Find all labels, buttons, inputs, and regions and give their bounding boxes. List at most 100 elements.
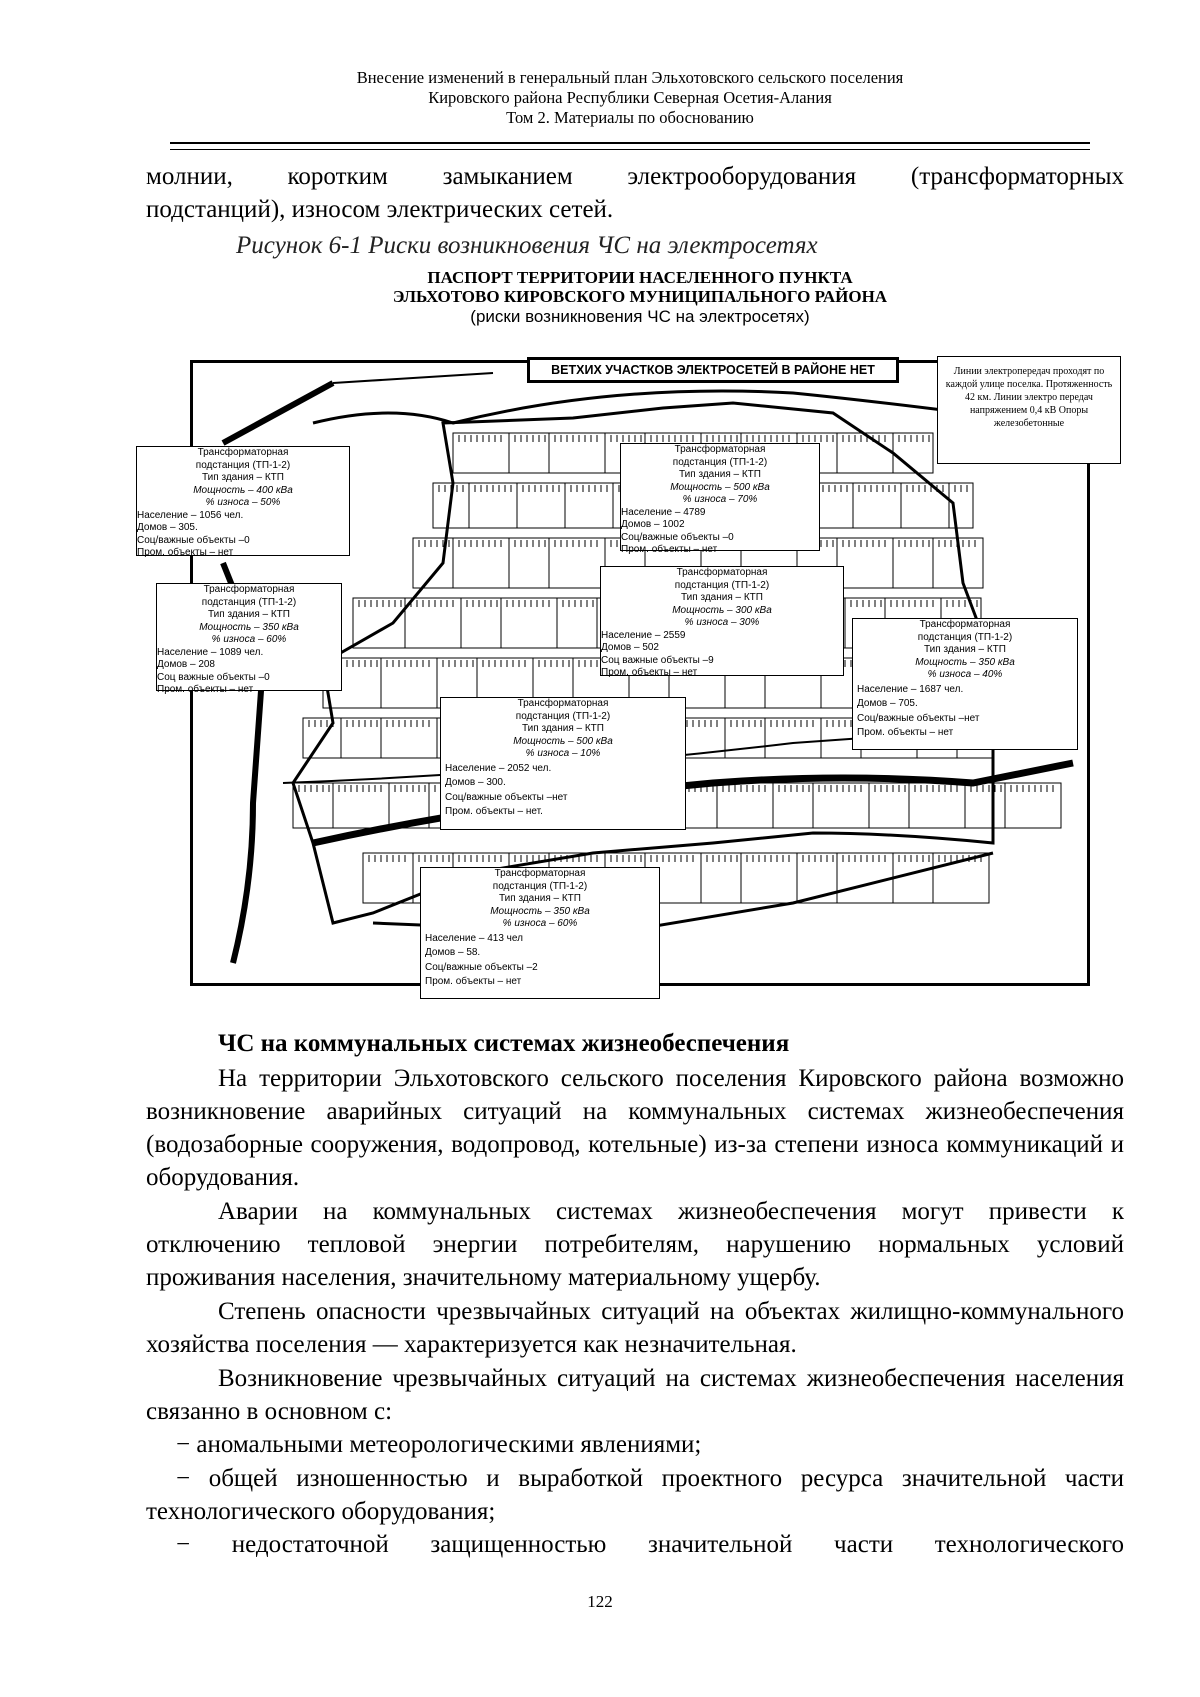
- callout-social: Соц/важные объекты –0: [621, 531, 734, 543]
- callout-head-1: Трансформаторная: [674, 444, 766, 455]
- callout-social: Соц/важные объекты –0: [137, 534, 250, 546]
- road: [332, 372, 494, 384]
- callout-power: Мощность – 350 кВа: [490, 905, 590, 917]
- callout-wear: % износа – 70%: [682, 494, 758, 505]
- paragraph-4: Возникновение чрезвычайных ситуаций на с…: [146, 1365, 1124, 1425]
- road: [312, 389, 1044, 425]
- callout-power: Мощность – 350 кВа: [199, 621, 299, 633]
- section-heading: ЧС на коммунальных системах жизнеобеспеч…: [218, 1030, 790, 1057]
- substation-callout-6: Трансформаторная подстанция (ТП-1-2) Тип…: [440, 697, 686, 830]
- figure-caption: Рисунок 6-1 Риски возникновения ЧС на эл…: [236, 232, 818, 259]
- callout-industrial: Пром. объекты – нет: [621, 544, 718, 555]
- paragraph-3: Степень опасности чрезвычайных ситуаций …: [146, 1298, 1124, 1358]
- callout-population: Население – 413 чел: [425, 932, 523, 944]
- intro-line-1: молнии, коротким замыканием электрообору…: [146, 163, 1124, 190]
- substation-callout-4: Трансформаторная подстанция (ТП-1-2) Тип…: [600, 566, 844, 678]
- callout-industrial: Пром. объекты – нет: [425, 976, 522, 987]
- callout-industrial: Пром. объекты – нет: [601, 667, 698, 678]
- callout-social: Соц/важные объекты –нет: [445, 791, 568, 803]
- callout-houses: Домов – 502: [601, 642, 659, 653]
- header-rule: [170, 142, 1090, 150]
- city-block: [892, 432, 934, 474]
- substation-callout-1: Трансформаторная подстанция (ТП-1-2) Тип…: [136, 446, 350, 558]
- callout-type: Тип здания – КТП: [202, 472, 284, 483]
- callout-head-1: Трансформаторная: [197, 447, 289, 458]
- callout-head-2: подстанция (ТП-1-2): [917, 631, 1013, 643]
- callout-type: Тип здания – КТП: [924, 644, 1006, 655]
- callout-head-1: Трансформаторная: [494, 868, 586, 879]
- callout-power: Мощность – 350 кВа: [915, 656, 1015, 668]
- callout-population: Население – 1056 чел.: [137, 509, 244, 521]
- callout-population: Население – 1089 чел.: [157, 646, 264, 658]
- header-line-1: Внесение изменений в генеральный план Эл…: [356, 68, 904, 87]
- callout-houses: Домов – 705.: [857, 698, 918, 709]
- callout-houses: Домов – 58.: [425, 947, 481, 958]
- callout-type: Тип здания – КТП: [208, 609, 290, 620]
- callout-type: Тип здания – КТП: [681, 592, 763, 603]
- callout-wear: % износа – 50%: [205, 497, 281, 508]
- header-line-3: Том 2. Материалы по обоснованию: [506, 108, 754, 127]
- callout-wear: % износа – 60%: [211, 634, 287, 645]
- callout-social: Соц/важные объекты –2: [425, 961, 538, 973]
- map-subtitle: (риски возникновения ЧС на электросетях): [470, 307, 810, 326]
- callout-head-2: подстанция (ТП-1-2): [195, 459, 291, 471]
- callout-head-1: Трансформаторная: [517, 698, 609, 709]
- running-header: Внесение изменений в генеральный план Эл…: [170, 68, 1090, 128]
- road: [221, 380, 335, 446]
- callout-head-2: подстанция (ТП-1-2): [515, 710, 611, 722]
- callout-social: Соц/важные объекты –нет: [857, 712, 980, 724]
- callout-wear: % износа – 60%: [502, 918, 578, 929]
- paragraph-2: Аварии на коммунальных системах жизнеобе…: [146, 1198, 1124, 1291]
- callout-wear: % износа – 10%: [525, 748, 601, 759]
- map-title-line-1: ПАСПОРТ ТЕРРИТОРИИ НАСЕЛЕННОГО ПУНКТА: [427, 268, 853, 287]
- callout-houses: Домов – 300.: [445, 777, 506, 788]
- callout-power: Мощность – 500 кВа: [670, 481, 770, 493]
- paragraph-1: На территории Эльхотовского сельского по…: [146, 1065, 1124, 1191]
- substation-callout-2: Трансформаторная подстанция (ТП-1-2) Тип…: [620, 443, 820, 555]
- callout-industrial: Пром. объекты – нет.: [445, 806, 543, 817]
- substation-callout-3: Трансформаторная подстанция (ТП-1-2) Тип…: [156, 583, 342, 695]
- map-title-line-2: ЭЛЬХОТОВО КИРОВСКОГО МУНИЦИПАЛЬНОГО РАЙО…: [392, 287, 888, 306]
- settlement-outline: [291, 401, 995, 925]
- callout-population: Население – 2559: [601, 629, 686, 641]
- bullet-1: − аномальными метеорологическими явления…: [176, 1431, 702, 1458]
- city-block: [948, 482, 974, 529]
- bullet-2: − общей изношенностью и выработкой проек…: [146, 1465, 1124, 1525]
- main-street: [312, 759, 1074, 847]
- callout-power: Мощность – 500 кВа: [513, 735, 613, 747]
- callout-industrial: Пром. объекты – нет: [157, 684, 254, 695]
- callout-head-2: подстанция (ТП-1-2): [674, 579, 770, 591]
- callout-type: Тип здания – КТП: [522, 723, 604, 734]
- callout-industrial: Пром. объекты – нет: [857, 727, 954, 738]
- city-block: [1004, 782, 1062, 829]
- callout-industrial: Пром. объекты – нет: [137, 547, 234, 558]
- city-block: [932, 537, 984, 589]
- substation-callout-7: Трансформаторная подстанция (ТП-1-2) Тип…: [420, 867, 660, 999]
- callout-power: Мощность – 300 кВа: [672, 604, 772, 616]
- callout-head-1: Трансформаторная: [676, 567, 768, 578]
- header-line-2: Кировского района Республики Северная Ос…: [428, 88, 832, 107]
- no-old-lines-banner: ВЕТХИХ УЧАСТКОВ ЭЛЕКТРОСЕТЕЙ В РАЙОНЕ НЕ…: [527, 357, 899, 383]
- substation-callout-5: Трансформаторная подстанция (ТП-1-2) Тип…: [852, 618, 1078, 750]
- callout-population: Население – 1687 чел.: [857, 683, 964, 695]
- callout-head-2: подстанция (ТП-1-2): [492, 880, 588, 892]
- callout-houses: Домов – 305.: [137, 522, 198, 533]
- page-number: 122: [587, 1592, 613, 1611]
- callout-population: Население – 4789: [621, 506, 706, 518]
- city-block: [932, 852, 990, 904]
- callout-houses: Домов – 1002: [621, 519, 685, 530]
- callout-type: Тип здания – КТП: [499, 893, 581, 904]
- callout-wear: % износа – 30%: [684, 617, 760, 628]
- callout-population: Население – 2052 чел.: [445, 762, 552, 774]
- callout-houses: Домов – 208: [157, 659, 215, 670]
- callout-social: Соц важные объекты –9: [601, 654, 714, 666]
- highway: [220, 561, 267, 964]
- callout-power: Мощность – 400 кВа: [193, 484, 293, 496]
- callout-head-2: подстанция (ТП-1-2): [201, 596, 297, 608]
- callout-wear: % износа – 40%: [927, 669, 1003, 680]
- bullet-3: − недостаточной защищенностью значительн…: [176, 1531, 1124, 1558]
- callout-social: Соц важные объекты –0: [157, 671, 270, 683]
- callout-head-2: подстанция (ТП-1-2): [672, 456, 768, 468]
- callout-head-1: Трансформаторная: [203, 584, 295, 595]
- callout-type: Тип здания – КТП: [679, 469, 761, 480]
